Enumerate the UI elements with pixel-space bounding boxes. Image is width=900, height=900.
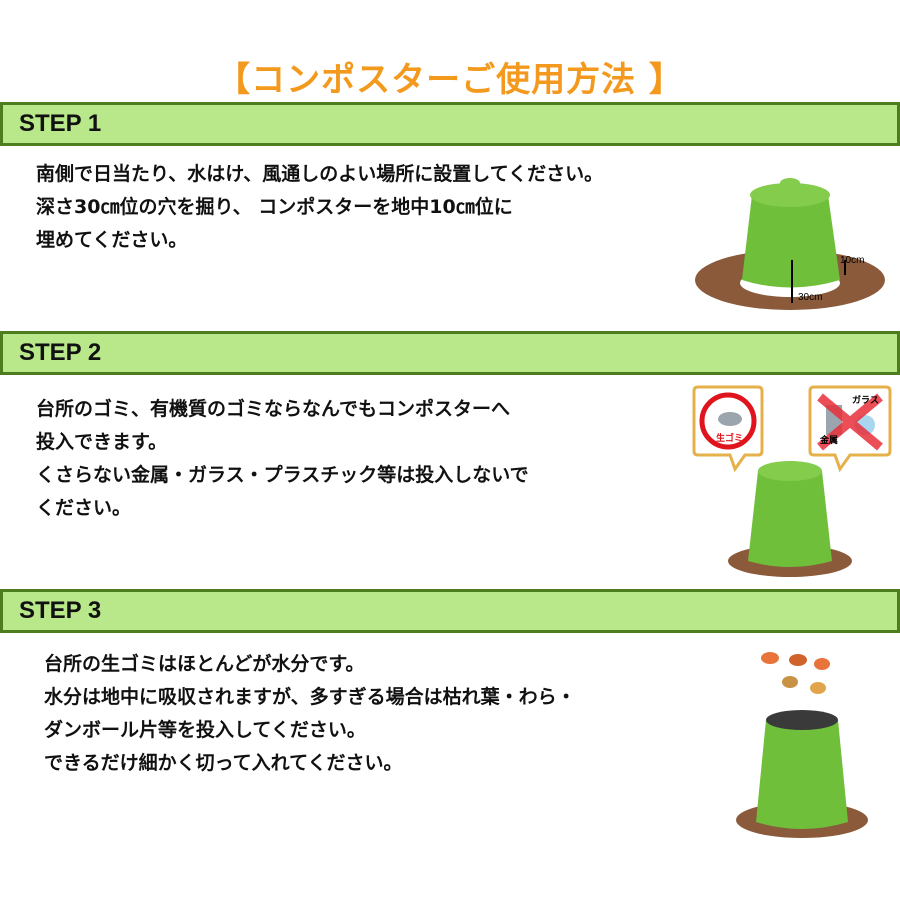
step-2-label: STEP 2 [19,339,102,366]
text-line: 水分は地中に吸収されますが、多すぎる場合は枯れ葉・わら・ [44,686,576,708]
text-line: 台所のゴミ、有機質のゴミならなんでもコンポスターへ [36,398,511,420]
food-waste-label: 生ゴミ [716,432,743,444]
composter-buried-illustration: 10cm 30cm [695,178,885,310]
text-line: ダンボール片等を投入してください。 [44,719,366,741]
step-3-label: STEP 3 [19,597,102,624]
glass-label: ガラス [852,394,879,406]
composter-leaves-illustration [736,652,868,838]
text-line: できるだけ細かく切って入れてください。 [44,752,403,774]
step-2-text: 台所のゴミ、有機質のゴミならなんでもコンポスターへ 投入できます。 くさらない金… [36,393,529,525]
bury-depth-label: 10cm [840,255,864,266]
text-line: 深さ30㎝位の穴を掘り、 コンポスターを地中10㎝位に [36,196,513,218]
step-3-text: 台所の生ゴミはほとんどが水分です。 水分は地中に吸収されますが、多すぎる場合は枯… [44,648,576,780]
sorting-illustration: 生ゴミ ガラス 金属 [692,385,892,577]
step-3-header: STEP 3 [0,589,900,633]
text-line: 台所の生ゴミはほとんどが水分です。 [44,653,365,675]
step-1-text: 南側で日当たり、水はけ、風通しのよい場所に設置してください。 深さ30㎝位の穴を… [36,158,603,257]
step-1-label: STEP 1 [19,110,102,137]
step-1-header: STEP 1 [0,102,900,146]
hole-depth-label: 30cm [798,292,822,303]
metal-label: 金属 [819,434,838,446]
text-line: ください。 [36,497,132,519]
text-line: 埋めてください。 [36,229,188,251]
text-line: 投入できます。 [36,431,168,453]
text-line: 南側で日当たり、水はけ、風通しのよい場所に設置してください。 [36,163,604,185]
step-2-header: STEP 2 [0,331,900,375]
text-line: くさらない金属・ガラス・プラスチック等は投入しないで [36,464,529,486]
page-title: 【コンポスターご使用方法 】 [216,60,684,100]
